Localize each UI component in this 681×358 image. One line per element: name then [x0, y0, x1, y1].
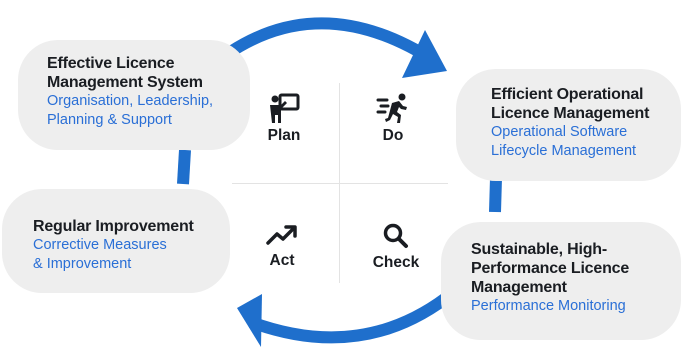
box-sustainable-performance: Sustainable, High- Performance Licence M…	[441, 222, 681, 340]
box-title-line-1: Regular Improvement	[33, 218, 194, 235]
box-subtitle-line-2: Lifecycle Management	[491, 143, 637, 159]
pdca-act: Act	[232, 222, 332, 270]
trending-up-icon	[266, 225, 297, 245]
arc-bottom	[248, 293, 450, 344]
box-title-line-2: Performance Licence	[471, 260, 630, 277]
box-title-line-3: Management	[471, 279, 567, 296]
box-subtitle-line-1: Corrective Measures	[33, 237, 167, 253]
pdca-do: Do	[343, 93, 443, 145]
pdca-plan: Plan	[234, 93, 334, 145]
box-regular-improvement: Regular Improvement Corrective Measures …	[2, 189, 230, 293]
box-subtitle-line-2: & Improvement	[33, 256, 132, 272]
box-subtitle-line-1: Operational Software	[491, 124, 628, 140]
box-title-line-2: Management System	[47, 74, 203, 91]
arrowhead-bottom	[237, 294, 262, 347]
act-label: Act	[269, 252, 295, 269]
check-label: Check	[372, 254, 420, 271]
box-efficient-operational: Efficient Operational Licence Management…	[456, 69, 681, 181]
box-effective-management-system: Effective Licence Management System Orga…	[18, 40, 250, 150]
arrowhead-top	[402, 30, 447, 78]
arc-left	[177, 149, 191, 185]
do-label: Do	[382, 127, 404, 144]
box-title-line-1: Efficient Operational	[491, 86, 644, 103]
presenter-board-icon	[270, 93, 300, 123]
box-title-line-1: Sustainable, High-	[471, 241, 607, 258]
quadrant-divider-horizontal	[232, 183, 448, 184]
box-subtitle-line-2: Planning & Support	[47, 112, 172, 128]
box-subtitle-line-1: Performance Monitoring	[471, 298, 626, 314]
pdca-check: Check	[346, 222, 446, 272]
box-subtitle-line-1: Organisation, Leadership,	[47, 93, 214, 109]
arc-right	[489, 177, 502, 213]
running-person-icon	[376, 93, 407, 123]
box-title-line-2: Licence Management	[491, 105, 650, 122]
plan-label: Plan	[267, 127, 301, 144]
box-title-line-1: Effective Licence	[47, 55, 175, 72]
magnifier-icon	[383, 223, 408, 248]
